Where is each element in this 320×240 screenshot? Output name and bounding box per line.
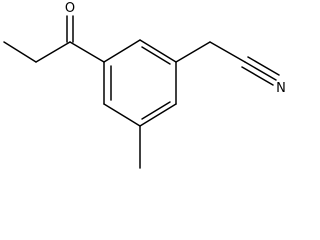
ring-bond-c1-c2-inner: [141, 46, 171, 65]
ethyl-bond-1: [35, 41, 71, 63]
ethyl-bond-2: [3, 41, 37, 63]
ring-bond-c1-c2: [139, 39, 177, 63]
ring-bond-c3-c4-inner: [141, 101, 171, 120]
ring-bond-c6-c1: [103, 39, 141, 63]
nitrile-triple-bond-3: [241, 66, 274, 86]
ring-bond-c4-c5: [103, 103, 141, 127]
oxygen-atom-label: O: [65, 1, 75, 16]
carbonyl-ring-bond: [69, 41, 105, 63]
nitrile-triple-bond-2: [247, 56, 280, 76]
ch2-cn-bond: [209, 41, 246, 63]
ring-bond-c3-c4: [139, 103, 177, 127]
ch2-bond: [175, 41, 211, 63]
nitrogen-atom-label: N: [276, 81, 286, 96]
chemical-structure-canvas: O N: [3, 1, 286, 169]
molecule-drawing: O N: [3, 1, 286, 169]
nitrile-triple-bond-1: [244, 61, 277, 81]
